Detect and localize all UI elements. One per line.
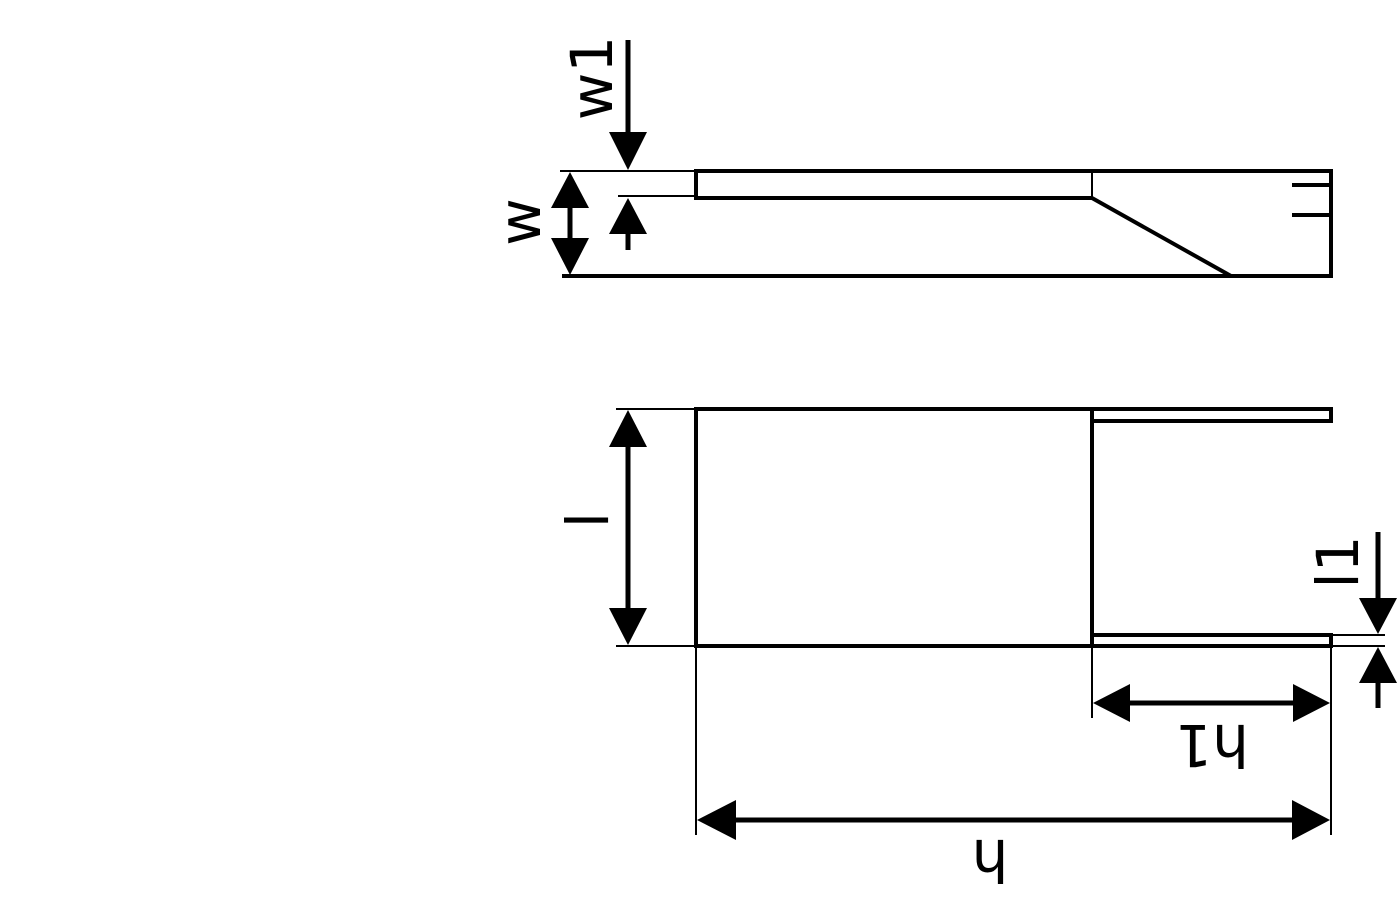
dimension-l: l	[554, 410, 647, 645]
dimension-h-arrow-left	[697, 800, 736, 840]
dimension-h1-arrow-left	[1093, 684, 1130, 722]
dimension-l-label: l	[554, 512, 622, 528]
dimension-w-arrow-down	[551, 238, 589, 275]
dimension-h1-label: h1	[1175, 711, 1249, 779]
plan-view-upper-tab	[1092, 407, 1333, 423]
dimension-l-arrow-down	[609, 608, 647, 645]
dimension-l1-label: l1	[1304, 535, 1372, 588]
dimension-w-label: w	[486, 198, 554, 245]
side-view	[560, 169, 1333, 278]
dimension-w1: w1	[558, 36, 647, 250]
plan-view-lower-tab	[1092, 633, 1333, 648]
dimension-h1: h1	[1093, 684, 1330, 779]
dimension-h: h	[697, 800, 1330, 894]
plan-view-body	[694, 407, 1094, 648]
dimension-l-arrow-up	[609, 410, 647, 447]
dimension-l1-arrow-up	[1359, 647, 1397, 683]
dimension-w1-arrow-up	[609, 198, 647, 234]
dimension-h1-arrow-right	[1293, 684, 1330, 722]
dimension-w: w	[486, 172, 589, 275]
dimension-h-label: h	[972, 826, 1009, 894]
dimension-w1-arrow-down	[609, 132, 647, 170]
dimension-w1-label: w1	[558, 36, 626, 120]
plan-view	[616, 407, 1385, 835]
dimension-l1-arrow-down	[1359, 598, 1397, 634]
dimension-h-arrow-right	[1292, 800, 1330, 840]
dimension-l1: l1	[1304, 532, 1397, 708]
side-view-outline	[694, 169, 1333, 278]
dimension-w-arrow-up	[551, 172, 589, 208]
